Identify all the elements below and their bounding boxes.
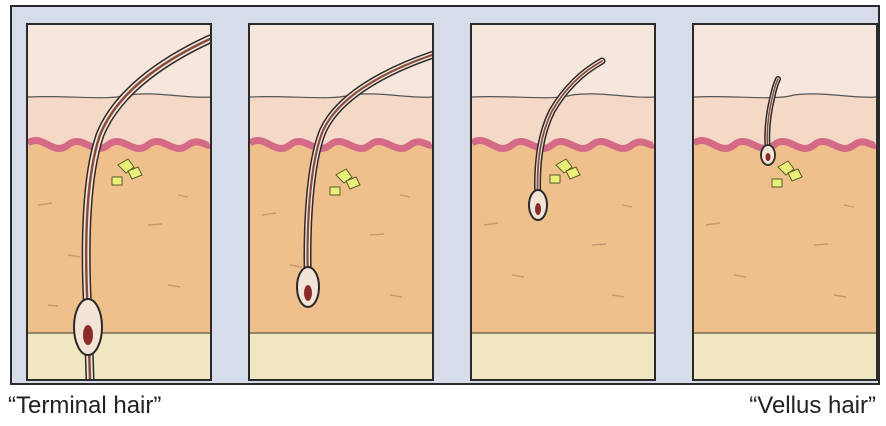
panel-stage-two xyxy=(248,23,434,381)
figure-frame xyxy=(10,5,880,385)
fat-layer xyxy=(472,333,654,379)
dermal-papilla xyxy=(535,203,541,215)
vellus-hair-caption: “Vellus hair” xyxy=(749,394,876,418)
fat-layer xyxy=(250,333,432,379)
fat-layer xyxy=(694,333,876,379)
fat-layer xyxy=(28,333,210,379)
dermal-papilla xyxy=(766,153,771,161)
dermal-papilla xyxy=(304,285,312,301)
panel-stage-three xyxy=(470,23,656,381)
vellus-hair-illustration xyxy=(694,25,876,379)
terminal-hair-caption: “Terminal hair” xyxy=(8,394,161,418)
dermal-papilla xyxy=(83,325,93,345)
terminal-hair-illustration xyxy=(28,25,210,379)
stage-three-illustration xyxy=(472,25,654,379)
panel-vellus-hair xyxy=(692,23,878,381)
panel-terminal-hair xyxy=(26,23,212,381)
stage-two-illustration xyxy=(250,25,432,379)
